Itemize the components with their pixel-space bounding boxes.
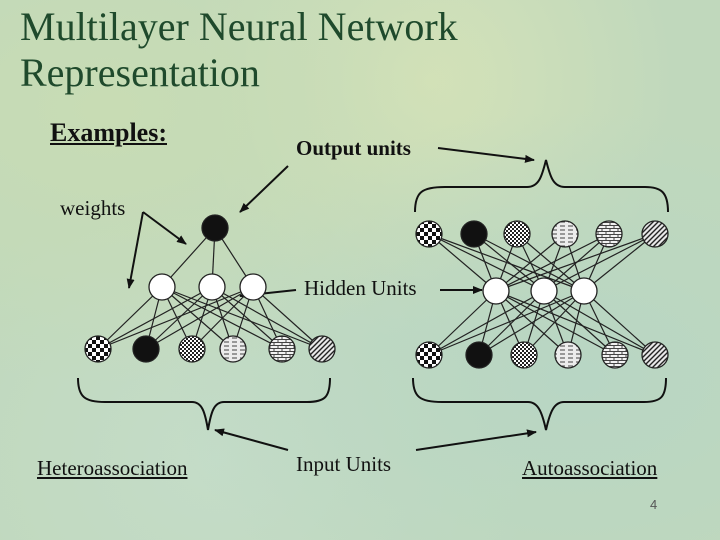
heteroassociation-edge-input-hidden (211, 286, 323, 350)
heteroassociation-edge-input-hidden (97, 286, 254, 350)
autoassociation-edge-hidden-output (543, 233, 656, 292)
title-line-1: Multilayer Neural Network (20, 4, 458, 49)
slide-title: Multilayer Neural Network Representation (20, 4, 458, 96)
arrow-input-units-to-hetero (214, 428, 289, 451)
autoassociation-input-node (641, 341, 669, 369)
autoassociation-edge-hidden-output (495, 233, 610, 292)
examples-label: Examples: (50, 118, 167, 147)
autoassociation-edge-input-hidden (543, 290, 656, 356)
autoassociation-hidden-node (570, 277, 598, 305)
heteroassociation-hidden-node (239, 273, 267, 301)
heteroassociation-hidden-node (198, 273, 226, 301)
autoassociation-edge-input-hidden (495, 290, 569, 356)
arrow-input-units-to-auto (415, 429, 537, 451)
autoassociation-edge-input-hidden (495, 290, 616, 356)
autoassociation-edge-input-hidden (523, 290, 585, 356)
heteroassociation-output-node (201, 214, 229, 242)
heteroassociation-input-node (178, 335, 206, 363)
heteroassociation-edge-input-hidden (161, 286, 323, 350)
autoassociation-edge-hidden-output (428, 233, 545, 292)
autoassociation-hidden-node (530, 277, 558, 305)
heteroassociation-edge-input-hidden (252, 286, 323, 350)
autoassociation-input-node (554, 341, 582, 369)
weights-label: weights (60, 196, 126, 220)
autoassociation-output-node (415, 220, 443, 248)
autoassociation-edge-hidden-output (495, 233, 656, 292)
autoassociation-edge-input-hidden (428, 290, 497, 356)
heteroassociation-hidden-node (148, 273, 176, 301)
heteroassociation-input-node (268, 335, 296, 363)
heteroassociation-input-node (132, 335, 160, 363)
network-nodes (84, 214, 669, 369)
autoassociation-output-node (595, 220, 623, 248)
autoassociation-input-node (465, 341, 493, 369)
autoassociation-edge-hidden-output (543, 233, 610, 292)
autoassociation-edge-hidden-output (516, 233, 585, 292)
autoassociation-label: Autoassociation (522, 456, 658, 480)
heteroassociation-edge-input-hidden (97, 286, 213, 350)
input-units-label: Input Units (296, 452, 392, 476)
autoassociation-output-node (641, 220, 669, 248)
autoassociation-edge-input-hidden (428, 290, 545, 356)
autoassociation-output-node (551, 220, 579, 248)
autoassociation-input-node (510, 341, 538, 369)
autoassociation-output-node (460, 220, 488, 248)
autoassociation-output-node (503, 220, 531, 248)
hidden-units-label: Hidden Units (304, 276, 417, 300)
brace-output-auto (414, 159, 669, 213)
heteroassociation-edge-input-hidden (145, 286, 254, 350)
page-number: 4 (650, 497, 658, 512)
heteroassociation-edge-input-hidden (145, 286, 213, 350)
arrow-weights-to-hidden-edge (142, 211, 187, 245)
heteroassociation-edge-input-hidden (161, 286, 234, 350)
autoassociation-edge-hidden-output (583, 233, 656, 292)
autoassociation-edge-hidden-output (428, 233, 497, 292)
heteroassociation-input-node (219, 335, 247, 363)
arrow-output-units-to-hetero-output (239, 165, 289, 213)
heteroassociation-input-node (308, 335, 336, 363)
autoassociation-edge-input-hidden (583, 290, 656, 356)
heteroassociation-input-node (84, 335, 112, 363)
autoassociation-edge-hidden-output (473, 233, 585, 292)
autoassociation-input-node (415, 341, 443, 369)
output-units-label: Output units (296, 136, 411, 160)
autoassociation-edge-hidden-output (473, 233, 545, 292)
heteroassociation-edge-input-hidden (161, 286, 283, 350)
title-line-2: Representation (20, 50, 260, 95)
brace-input-auto (412, 377, 667, 431)
heteroassociation-edge-input-hidden (97, 286, 163, 350)
heteroassociation-edge-input-hidden (211, 286, 283, 350)
autoassociation-edge-hidden-output (428, 233, 585, 292)
autoassociation-input-node (601, 341, 629, 369)
arrow-weights-to-input-edge (126, 211, 144, 289)
heteroassociation-label: Heteroassociation (37, 456, 188, 480)
autoassociation-edge-input-hidden (495, 290, 656, 356)
autoassociation-edge-input-hidden (428, 290, 585, 356)
autoassociation-edge-input-hidden (543, 290, 616, 356)
arrow-output-units-to-brace (437, 147, 535, 163)
autoassociation-hidden-node (482, 277, 510, 305)
brace-input-hetero (77, 377, 331, 431)
autoassociation-edge-input-hidden (478, 290, 545, 356)
